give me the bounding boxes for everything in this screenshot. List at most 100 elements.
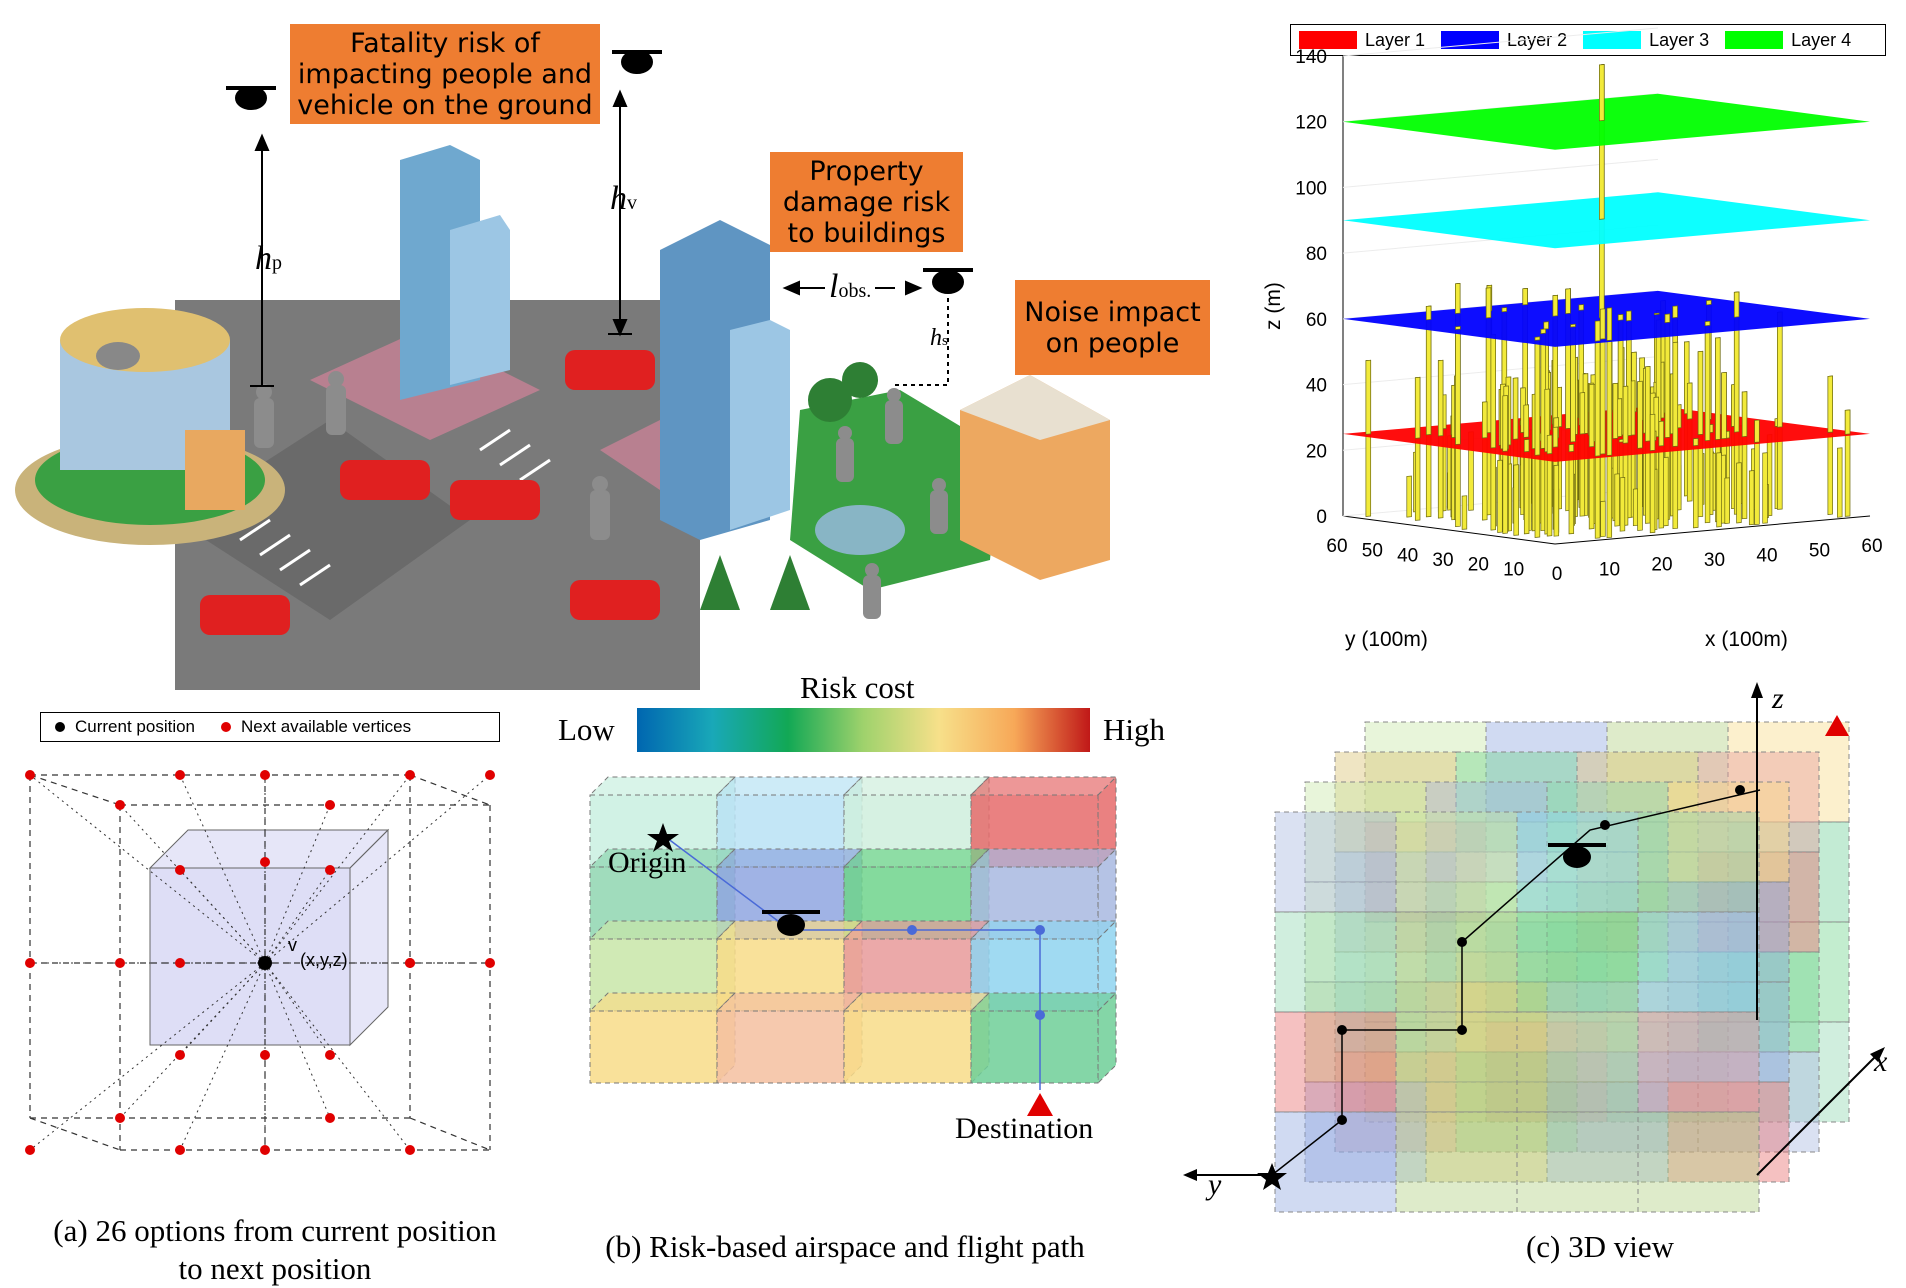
bar-above-l2-165 [1606,307,1613,341]
panel-a-caption: (a) 26 options from current position to … [53,1213,497,1286]
next-vertex-6 [175,958,185,968]
bar-141 [1553,464,1560,537]
bar-above-l2-129 [1733,291,1740,318]
bar-above-l2-148 [1704,320,1711,327]
voxel-0-3-3 [1637,1111,1760,1213]
x-tick-label-0: 0 [1552,564,1563,585]
callout-property: Property damage risk to buildings [770,152,963,252]
voxel-1-1-1 [1425,881,1548,983]
path-node-1 [1337,1025,1347,1035]
bar-130 [1614,473,1620,527]
x-tick-label-5: 50 [1809,541,1830,562]
legend-current-label: Current position [75,717,196,736]
bar-above-l1-138 [1568,444,1575,453]
x-tick-label-6: 60 [1861,536,1882,557]
bar-above-l1-52 [1482,401,1488,439]
origin-label: Origin [608,846,687,879]
axis-label-y: y [1208,1168,1222,1201]
voxel-0-1-0 [1274,911,1397,1013]
y-tick-label-5: 10 [1503,559,1524,580]
bar-166 [1762,452,1768,524]
voxel-1-0-3 [1667,781,1790,883]
bar-above-l1-145 [1741,391,1748,438]
voxel-1-0-1 [1425,781,1548,883]
z-tick-label-2: 40 [1306,376,1327,397]
bar-167 [1748,470,1755,526]
bar-above-l1-123 [1697,350,1704,435]
bar-above-l2-99 [1570,323,1576,328]
bar-above-l2-59 [1706,299,1712,306]
colorbar-title: Risk cost [800,670,915,705]
round-building [15,308,285,545]
voxel-1-0-2 [1546,781,1669,883]
callout-fatality: Fatality risk of impacting people and ve… [290,24,600,124]
origin-star-icon-3d [1257,1163,1287,1190]
bar-above-l1-1 [1365,359,1372,435]
bar-above-l1-134 [1588,383,1595,448]
x-tick-label-1: 10 [1599,559,1620,580]
axis-label-x: x [1874,1045,1888,1078]
next-vertex-18 [175,865,185,875]
voxel-1-1-2 [1546,881,1669,983]
inner-cube-side [349,828,389,1047]
z-grid-2 [1342,356,1659,386]
bar-164 [1716,452,1722,528]
y-axis-title: y (100m) [1345,628,1428,651]
grid-cell-3-1 [716,1010,845,1084]
wire-edge-10 [29,1117,121,1151]
pine-trees [700,555,810,610]
voxel-1-0-0 [1304,781,1427,883]
voxel-0-1-1 [1395,911,1518,1013]
z-grid-7 [1342,27,1659,57]
z-tick-label-4: 80 [1306,244,1327,265]
voxel-1-2-0 [1304,981,1427,1083]
bar-above-l1-151 [1658,420,1664,447]
ray-15 [264,804,331,964]
bar-above-l1-168 [1754,419,1760,443]
colorbar-low-label: Low [558,712,615,747]
bar-above-l2-61 [1455,326,1461,330]
next-vertex-15 [325,800,335,810]
bar-above-l1-33 [1437,359,1444,437]
chart-legend: Layer 1 Layer 2 Layer 3 Layer 4 [1290,24,1886,56]
bar-above-l1-113 [1502,395,1508,452]
legend-item-layer-1: Layer 1 [1299,30,1425,51]
z-grid-5 [1342,158,1659,188]
people [254,371,948,619]
drone-icon-3d [1563,846,1591,868]
bar-above-l1-63 [1512,377,1519,440]
bar-above-l1-117 [1552,426,1559,448]
voxel-0-2-2 [1516,1011,1639,1113]
bar-above-l2-82 [1654,312,1660,316]
next-vertex-16 [115,1113,125,1123]
next-vertex-3 [405,770,415,780]
bar-108 [1497,459,1503,533]
z-tick-label-7: 140 [1295,47,1327,68]
next-vertex-2 [260,770,270,780]
path-point-1 [907,925,917,935]
bar-above-l2-38 [1578,304,1584,311]
ray-17 [264,962,331,1119]
bar-above-l4-73 [1599,64,1605,122]
voxel-1-3-3 [1667,1081,1790,1183]
bar-above-l1-161 [1693,438,1699,447]
legend-swatch-4 [1725,31,1784,49]
ray-0 [29,774,266,964]
callout-noise-text: Noise impact on people [1024,296,1201,359]
x-axis-title: x (100m) [1705,628,1788,651]
next-vertex-24 [260,857,270,867]
z-tick-label-0: 0 [1316,507,1327,528]
grid-cell-3-3 [970,1010,1099,1084]
voxel-0-3-2 [1516,1111,1639,1213]
path-node-5 [1735,785,1745,795]
voxel-1-3-0 [1304,1081,1427,1183]
x-axis [1756,1051,1881,1176]
callout-property-text: Property damage risk to buildings [782,155,951,249]
y-axis-arrow [1183,1169,1197,1181]
bar-above-l1-34 [1414,376,1421,439]
colorbar [637,708,1090,752]
voxel-0-1-3 [1637,911,1760,1013]
